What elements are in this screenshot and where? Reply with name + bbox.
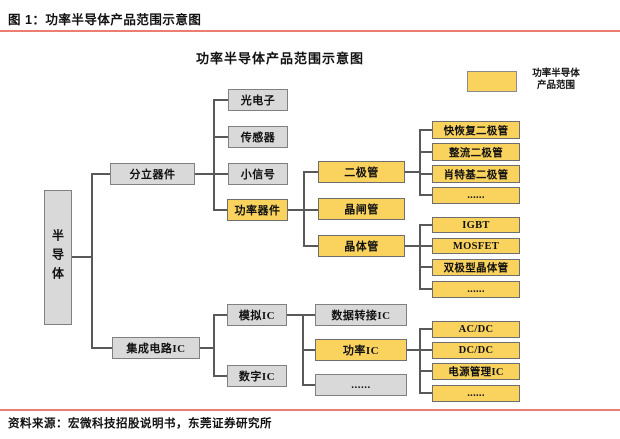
connector-line <box>419 129 432 131</box>
connector-line <box>419 392 432 394</box>
node-integrated-circuit: 集成电路IC <box>112 337 200 359</box>
connector-line <box>213 136 228 138</box>
connector-line <box>200 347 213 349</box>
connector-line <box>419 328 432 330</box>
node-discrete-devices: 分立器件 <box>110 163 195 185</box>
node-thyristor: 晶闸管 <box>318 198 405 220</box>
connector-line <box>213 99 228 101</box>
connector-line <box>419 224 421 290</box>
connector-line <box>419 349 432 351</box>
connector-line <box>287 314 315 316</box>
top-divider-line <box>0 30 620 32</box>
chart-title: 功率半导体产品范围示意图 <box>195 51 364 66</box>
connector-line <box>72 256 91 258</box>
connector-line <box>213 375 227 377</box>
node-optoelectronics: 光电子 <box>228 89 288 111</box>
node-power-management-ic: 电源管理IC <box>432 363 520 380</box>
connector-line <box>302 349 315 351</box>
connector-line <box>419 151 432 153</box>
bottom-divider-line <box>0 409 620 411</box>
connector-line <box>419 328 421 394</box>
connector-line <box>407 349 419 351</box>
node-data-converter-ic: 数据转接IC <box>315 304 407 326</box>
connector-line <box>195 173 213 175</box>
connector-line <box>405 171 419 173</box>
legend-highlight-swatch <box>467 71 517 92</box>
node-power-ic-ellipsis: ...... <box>432 385 520 402</box>
connector-line <box>91 173 110 175</box>
node-igbt: IGBT <box>432 217 520 233</box>
connector-line <box>302 384 315 386</box>
node-analog-ic: 模拟IC <box>227 304 287 326</box>
node-diode-ellipsis: ...... <box>432 187 520 204</box>
connector-line <box>303 171 305 247</box>
node-small-signal: 小信号 <box>228 163 288 185</box>
legend-label-line2: 产品范围 <box>536 80 575 91</box>
node-digital-ic: 数字IC <box>227 365 287 387</box>
connector-line <box>419 129 421 196</box>
node-transistor-ellipsis: ...... <box>432 281 520 298</box>
connector-line <box>213 99 215 211</box>
connector-line <box>419 370 432 372</box>
source-note: 资料来源：宏微科技招股说明书，东莞证券研究所 <box>8 418 272 430</box>
node-analog-ellipsis: ...... <box>315 374 407 396</box>
connector-line <box>419 194 432 196</box>
legend-label-line1: 功率半导体 <box>532 68 580 79</box>
connector-line <box>213 314 227 316</box>
node-transistor: 晶体管 <box>318 235 405 257</box>
connector-line <box>91 347 112 349</box>
node-power-ic: 功率IC <box>315 339 407 361</box>
connector-line <box>419 288 432 290</box>
node-schottky-diode: 肖特基二极管 <box>432 165 520 183</box>
node-diode: 二极管 <box>318 161 405 183</box>
connector-line <box>405 245 419 247</box>
connector-line <box>303 171 318 173</box>
connector-line <box>213 173 228 175</box>
connector-line <box>91 173 93 349</box>
node-fast-recovery-diode: 快恢复二极管 <box>432 121 520 139</box>
node-bipolar-transistor: 双极型晶体管 <box>432 259 520 276</box>
node-rectifier-diode: 整流二极管 <box>432 143 520 161</box>
node-mosfet: MOSFET <box>432 238 520 254</box>
node-ac-dc: AC/DC <box>432 321 520 338</box>
connector-line <box>213 314 215 377</box>
connector-line <box>213 209 227 211</box>
connector-line <box>419 224 432 226</box>
connector-line <box>419 173 432 175</box>
node-power-devices: 功率器件 <box>227 199 288 221</box>
connector-line <box>419 266 432 268</box>
connector-line <box>419 245 432 247</box>
connector-line <box>303 245 318 247</box>
legend-label: 功率半导体 产品范围 <box>521 68 591 92</box>
node-dc-dc: DC/DC <box>432 342 520 359</box>
node-semiconductor: 半导体 <box>44 190 72 325</box>
node-sensor: 传感器 <box>228 126 288 148</box>
figure-caption: 图 1：功率半导体产品范围示意图 <box>8 13 202 27</box>
